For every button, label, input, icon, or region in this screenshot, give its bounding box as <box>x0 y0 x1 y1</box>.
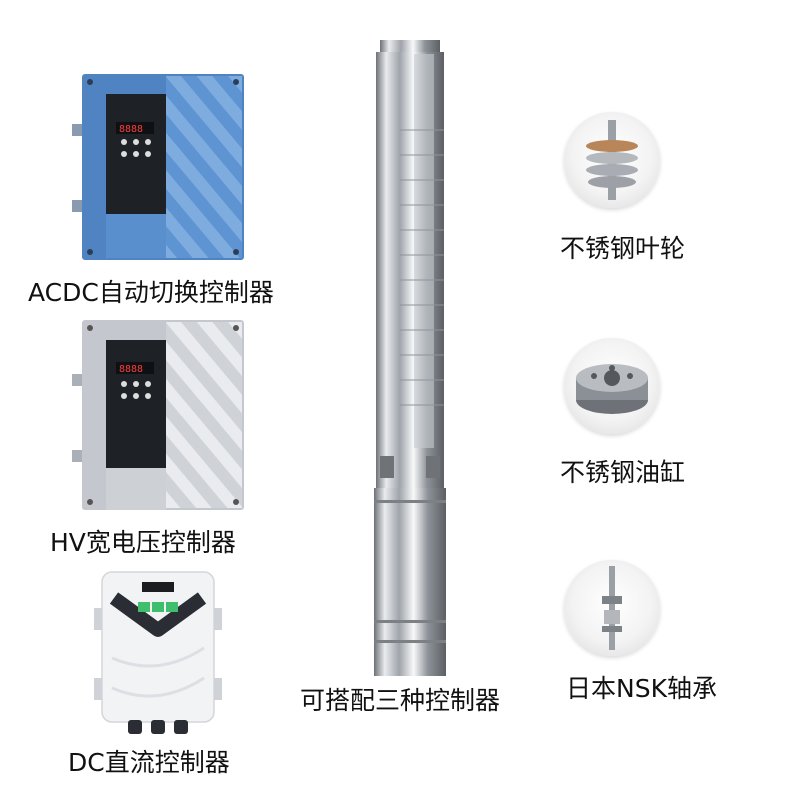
dc-controller-image <box>92 568 224 740</box>
oil-cylinder-feature-circle <box>564 338 660 434</box>
oil-cylinder-icon <box>576 364 648 414</box>
acdc-controller-label: ACDC自动切换控制器 <box>28 278 274 307</box>
bearing-icon <box>602 566 622 650</box>
bearing-feature-circle <box>564 560 660 656</box>
hv-controller-illustration: 8888 <box>72 320 244 510</box>
impeller-feature-label: 不锈钢叶轮 <box>560 234 686 263</box>
acdc-controller-illustration: 8888 <box>72 74 244 260</box>
hv-controller-image: 8888 <box>68 318 248 513</box>
pump-label: 可搭配三种控制器 <box>300 686 501 715</box>
impeller-icon <box>586 120 638 200</box>
dc-controller-illustration <box>94 571 222 734</box>
svg-text:8888: 8888 <box>119 124 143 135</box>
hv-controller-label: HV宽电压控制器 <box>50 528 236 557</box>
pump-image <box>370 30 450 680</box>
impeller-feature-circle <box>564 112 660 208</box>
acdc-controller-image: 8888 <box>68 72 248 262</box>
oil-cylinder-feature-label: 不锈钢油缸 <box>560 458 686 487</box>
svg-text:8888: 8888 <box>119 364 143 375</box>
dc-controller-label: DC直流控制器 <box>68 748 230 777</box>
bearing-feature-label: 日本NSK轴承 <box>566 674 717 703</box>
pump-illustration <box>374 40 446 676</box>
